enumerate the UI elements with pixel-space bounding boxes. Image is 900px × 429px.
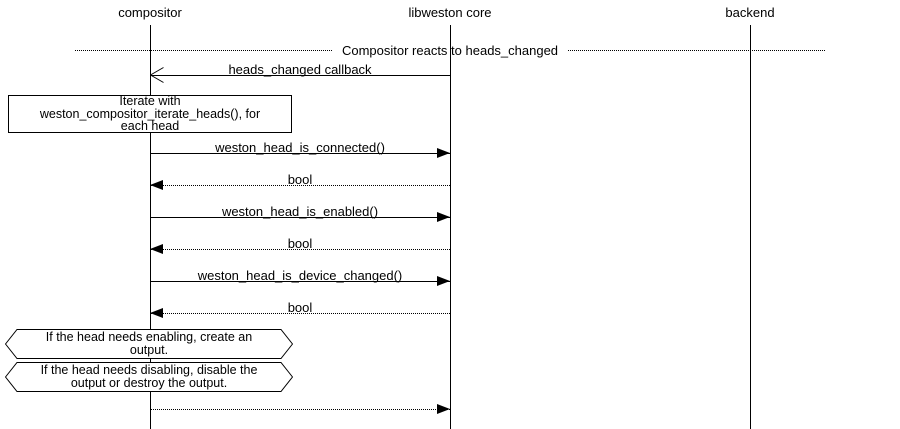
lifeline-compositor <box>150 25 151 429</box>
actor-label-libweston-core: libweston core <box>408 5 492 20</box>
lifeline-libweston-core <box>450 25 451 429</box>
condition-line: output. <box>129 343 169 357</box>
message-label: weston_head_is_connected() <box>215 140 385 155</box>
filled-arrowhead-left-icon <box>150 244 163 254</box>
message-weston-head-is-enabled: weston_head_is_enabled() <box>150 202 450 222</box>
note-line: weston_compositor_iterate_heads(), for <box>39 106 261 121</box>
divider-dotted-line-left <box>75 50 332 51</box>
hexagon-shape <box>5 362 293 392</box>
message-label: bool <box>287 236 313 251</box>
filled-arrowhead-right-icon <box>437 212 450 222</box>
filled-arrowhead-right-icon <box>437 148 450 158</box>
message-bool-return-2: bool <box>150 234 450 254</box>
filled-arrowhead-right-icon <box>437 404 450 414</box>
message-bool-return-1: bool <box>150 170 450 190</box>
divider-dotted-line-right <box>568 50 825 51</box>
open-arrowhead-left-icon <box>150 67 164 83</box>
lifeline-backend <box>750 25 751 429</box>
actor-label-backend: backend <box>725 5 775 20</box>
message-label: heads_changed callback <box>228 62 372 77</box>
actor-label-compositor: compositor <box>118 5 182 20</box>
condition-line: If the head needs enabling, create an <box>45 330 253 344</box>
message-label: bool <box>287 172 313 187</box>
message-label: weston_head_is_enabled() <box>221 204 379 219</box>
condition-line: If the head needs disabling, disable the <box>40 363 258 377</box>
filled-arrowhead-left-icon <box>150 180 163 190</box>
message-bool-return-3: bool <box>150 298 450 318</box>
message-label: bool <box>287 300 313 315</box>
message-weston-head-is-device-changed: weston_head_is_device_changed() <box>150 266 450 286</box>
note-line: Iterate with <box>119 94 181 109</box>
condition-enable-output: If the head needs enabling, create an ou… <box>5 329 293 359</box>
divider-label: Compositor reacts to heads_changed <box>341 43 559 58</box>
message-weston-head-is-connected: weston_head_is_connected() <box>150 138 450 158</box>
hexagon-shape <box>5 329 293 359</box>
filled-arrowhead-left-icon <box>150 308 163 318</box>
note-line: each head <box>120 119 180 134</box>
message-heads-changed-callback: heads_changed callback <box>150 60 450 83</box>
message-label: weston_head_is_device_changed() <box>197 268 403 283</box>
condition-line: output or destroy the output. <box>70 376 228 390</box>
condition-disable-output: If the head needs disabling, disable the… <box>5 362 293 392</box>
filled-arrowhead-right-icon <box>437 276 450 286</box>
message-unlabeled-return <box>150 404 450 414</box>
note-iterate-heads: Iterate with weston_compositor_iterate_h… <box>8 95 292 133</box>
